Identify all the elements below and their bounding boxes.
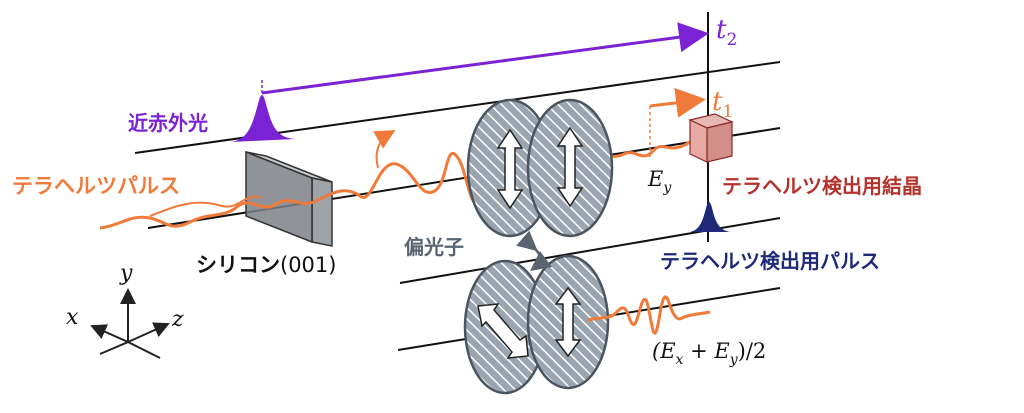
polarizer-upper-pair (466, 98, 614, 238)
polarizer-arrow-diagonal (477, 303, 529, 359)
guide-lines (134, 12, 781, 351)
ey-label: Ey (647, 167, 672, 196)
t2-arrow (261, 22, 709, 95)
sum-formula-label: (Ex + Ey)/2 (652, 339, 766, 368)
coordinate-axes (90, 288, 170, 359)
silicon-slab (245, 150, 333, 247)
detection-crystal-label: テラヘルツ検出用結晶 (722, 174, 922, 198)
t1-arrow (649, 87, 706, 118)
polarizer-label: 偏光子 (404, 235, 464, 259)
nir-label: 近赤外光 (128, 111, 208, 135)
detection-crystal (688, 113, 734, 163)
t1-label: t1 (712, 87, 733, 122)
detection-pulse-label: テラヘルツ検出用パルス (660, 249, 880, 273)
t2-label: t2 (716, 15, 737, 50)
polarizer-arrow-vertical-3 (554, 286, 582, 358)
polarizer-arrow-vertical-2 (556, 126, 584, 208)
silicon-label: シリコン(001) (196, 253, 336, 277)
thz-pulse-label: テラヘルツパルス (12, 174, 180, 198)
axis-y-label: y (119, 261, 133, 286)
polarizer-rotate-arrow (516, 230, 552, 272)
detection-pulse-shape (690, 202, 730, 232)
reflection-curve-arrow (373, 130, 396, 169)
thz-waveform-secondary (149, 195, 263, 217)
polarizer-arrow-vertical-1 (496, 128, 524, 210)
axis-x-label: x (66, 305, 79, 330)
upper-rail-line (134, 61, 781, 154)
nir-pulse-shape (230, 95, 296, 142)
polarizer-lower-pair (463, 254, 610, 395)
axis-z-label: z (171, 307, 184, 332)
lower-output-wave (587, 295, 711, 335)
